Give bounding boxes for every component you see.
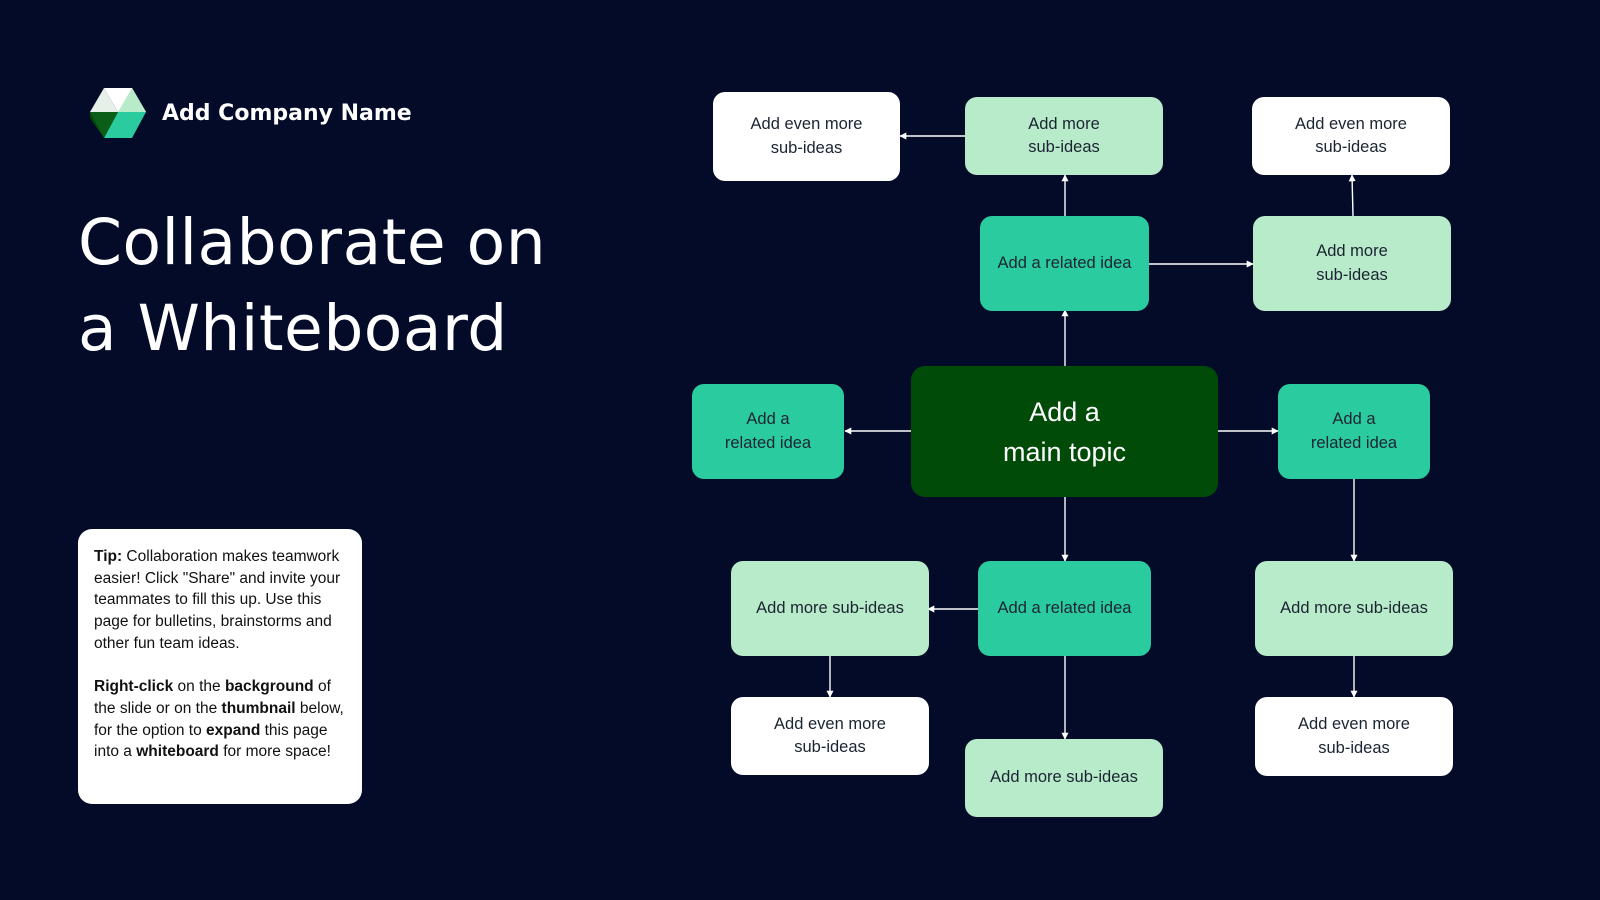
company-name: Add Company Name: [162, 101, 412, 126]
node-text-line: sub-ideas: [794, 738, 866, 756]
page-title: Collaborate on a Whiteboard: [78, 200, 678, 372]
node-text-line: Add a: [1029, 396, 1100, 427]
node-text-line: Add more: [1316, 242, 1388, 260]
node-text-line: sub-ideas: [1028, 138, 1100, 156]
tip-bold: whiteboard: [136, 743, 219, 761]
node-top-related[interactable]: Add a related idea: [980, 216, 1149, 311]
node-top-right-even-more[interactable]: Add even more sub-ideas: [1252, 97, 1450, 175]
tip-label: Tip:: [94, 548, 123, 565]
node-main-topic[interactable]: Add a main topic: [911, 366, 1218, 497]
node-text-line: sub-ideas: [1316, 265, 1388, 284]
node-bottom-more[interactable]: Add more sub-ideas: [965, 739, 1163, 817]
node-text-line: Add even more: [750, 115, 863, 133]
node-right-more[interactable]: Add more sub-ideas: [1255, 561, 1453, 656]
connector-top-right-more-to-even-more: [1348, 174, 1356, 217]
node-left-related[interactable]: Add a related idea: [692, 384, 844, 479]
node-text-line: sub-ideas: [1318, 738, 1390, 757]
node-text-line: Add a: [746, 410, 790, 428]
tip-text: of the slide or on the: [94, 678, 331, 717]
node-text-line: Add more: [1028, 114, 1100, 133]
node-text-line: Add even more: [1295, 114, 1407, 133]
node-text-line: related idea: [1310, 433, 1398, 452]
node-text-line: Add even more: [774, 714, 886, 733]
tip-paragraph-1: Tip: Collaboration makes teamwork easier…: [94, 546, 348, 655]
tip-card: Tip: Collaboration makes teamwork easier…: [78, 529, 362, 804]
node-bottom-left-even-more[interactable]: Add even more sub-ideas: [731, 697, 929, 775]
tip-text: below, for the option to: [94, 699, 344, 739]
node-text-line: Add even more: [1298, 715, 1410, 733]
tip-bold: background: [224, 678, 314, 696]
tip-text: on the: [173, 678, 225, 696]
page-title-line-2: a Whiteboard: [78, 292, 508, 365]
node-text-line: Add more sub-ideas: [1280, 598, 1428, 617]
tip-bold: expand: [206, 721, 261, 739]
node-text-line: Add a: [1332, 410, 1376, 428]
cube-logo-icon: [90, 88, 146, 138]
page-title-line-1: Collaborate on: [78, 206, 547, 279]
node-text-line: sub-ideas: [1315, 138, 1387, 156]
tip-text: this page into a: [94, 721, 328, 761]
node-bottom-left-more[interactable]: Add more sub-ideas: [731, 561, 929, 656]
node-bottom-related[interactable]: Add a related idea: [978, 561, 1151, 656]
node-right-related[interactable]: Add a related idea: [1278, 384, 1430, 479]
node-top-right-more[interactable]: Add more sub-ideas: [1253, 216, 1451, 311]
node-right-even-more[interactable]: Add even more sub-ideas: [1255, 697, 1453, 776]
node-text-line: main topic: [1002, 436, 1127, 467]
node-text-line: Add a related idea: [997, 598, 1132, 617]
tip-paragraph-2: Right-click on the background of the sli…: [94, 676, 348, 763]
tip-bold: thumbnail: [221, 699, 296, 717]
node-text-line: related idea: [724, 433, 812, 452]
node-top-left-even-more[interactable]: Add even more sub-ideas: [713, 92, 900, 181]
node-text-line: Add more sub-ideas: [990, 768, 1138, 787]
tip-text: Collaboration makes teamwork easier! Cli…: [94, 548, 341, 652]
node-text-line: Add a related idea: [997, 253, 1132, 272]
tip-text: for more space!: [218, 743, 331, 761]
node-top-more[interactable]: Add more sub-ideas: [965, 97, 1163, 175]
node-text-line: sub-ideas: [770, 138, 843, 157]
tip-bold: Right-click: [94, 678, 174, 696]
node-text-line: Add more sub-ideas: [756, 598, 904, 617]
